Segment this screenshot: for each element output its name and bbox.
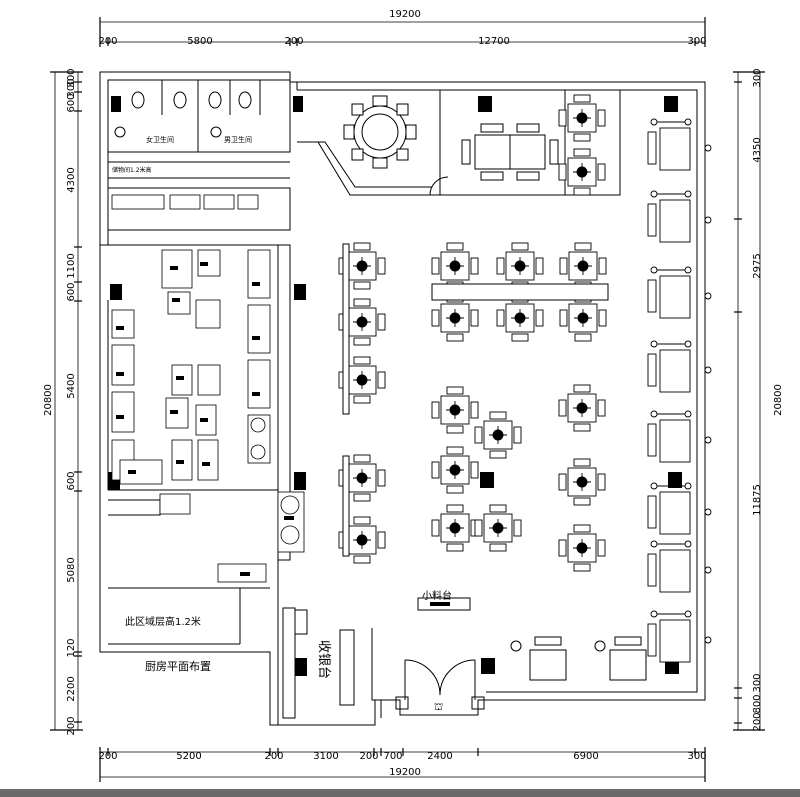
dim-left-segment: 300 — [66, 78, 77, 97]
booth-table — [647, 482, 712, 535]
kitchen-equipment-marks — [116, 262, 294, 576]
booth-table — [647, 190, 712, 243]
dimension-text-bottom: 200 5200 200 3100 200 700 2400 6900 300 … — [98, 751, 706, 778]
booth-table — [647, 410, 712, 463]
dim-top-segment: 12700 — [478, 36, 510, 47]
dim-left-segment: 600 — [66, 93, 77, 112]
dim-left-segment: 200 — [66, 716, 77, 735]
four-seat-table — [558, 524, 606, 572]
dim-left-segment: 1100 — [66, 253, 77, 278]
condiment-station: 小料台 — [417, 589, 471, 611]
dim-right-segment: 4350 — [752, 137, 763, 162]
dimension-ticks — [50, 17, 765, 782]
four-seat-table — [431, 446, 479, 494]
dim-bottom-segment: 2400 — [427, 751, 452, 762]
dim-bottom-segment: 700 — [383, 751, 402, 762]
four-seat-table — [558, 458, 606, 506]
dim-top-segment: 200 — [284, 36, 303, 47]
dim-right-segment: 2975 — [752, 253, 763, 278]
booth-table — [647, 610, 712, 663]
dim-right-segment: 200 — [752, 712, 763, 731]
vip-room-tables — [461, 123, 559, 181]
dimension-text-top: 19200 200 5800 200 12700 300 — [98, 9, 706, 47]
storage-note-label: 储物间1.2米高 — [112, 166, 152, 174]
kitchen-walls — [100, 187, 291, 561]
entrance-area-tables — [510, 636, 647, 681]
four-seat-table — [338, 242, 386, 290]
dining-tables — [338, 94, 607, 572]
four-seat-table — [338, 516, 386, 564]
four-seat-table — [496, 294, 544, 342]
dim-left-segment: 600 — [66, 471, 77, 490]
entrance-symbol: ⛫ — [434, 702, 443, 713]
four-seat-table — [558, 148, 606, 196]
four-seat-table — [431, 386, 479, 434]
four-seat-table — [558, 384, 606, 432]
four-seat-table — [474, 504, 522, 552]
booth-table — [647, 118, 712, 171]
dim-right-segment: 300 — [752, 673, 763, 692]
raised-area-label: 此区域层高1.2米 — [125, 615, 201, 628]
four-seat-table — [559, 294, 607, 342]
dim-top-total: 19200 — [389, 9, 421, 20]
booth-table — [647, 540, 712, 593]
dim-bottom-segment: 5200 — [176, 751, 201, 762]
kitchen-equipment — [111, 194, 305, 583]
four-seat-table — [558, 94, 606, 142]
four-seat-table — [338, 454, 386, 502]
dimension-lines — [54, 21, 761, 778]
four-seat-table — [431, 242, 479, 290]
dim-right-segment: 11875 — [752, 484, 763, 516]
dim-left-segment: 300 — [66, 68, 77, 87]
four-seat-table — [559, 242, 607, 290]
dim-top-segment: 5800 — [187, 36, 212, 47]
booth-table — [647, 266, 712, 319]
restroom-area — [107, 79, 291, 179]
bottom-border — [0, 789, 800, 797]
dim-right-segment: 800 — [752, 694, 763, 713]
entrance-doors — [395, 659, 485, 710]
booth-seating — [647, 118, 712, 663]
dim-left-segment: 4300 — [66, 167, 77, 192]
female-restroom-label: 女卫生间 — [146, 135, 174, 144]
dim-left-segment: 120 — [66, 638, 77, 657]
bench-seating — [342, 243, 350, 557]
condiment-station-label: 小料台 — [422, 589, 452, 602]
dim-top-segment: 300 — [687, 36, 706, 47]
dim-right-segment: 300 — [752, 68, 763, 87]
four-seat-table — [496, 242, 544, 290]
male-restroom-label: 男卫生间 — [224, 135, 252, 144]
dim-left-segment: 5080 — [66, 557, 77, 582]
booth-table — [647, 340, 712, 393]
dim-bottom-segment: 200 — [98, 751, 117, 762]
dimension-text-right: 20800 300 4350 2975 11875 300 800 200 — [752, 68, 784, 731]
dim-top-segment: 200 — [98, 36, 117, 47]
dim-left-segment: 600 — [66, 282, 77, 301]
dim-bottom-segment: 300 — [687, 751, 706, 762]
cashier-label: 收银台 — [316, 640, 331, 679]
toilet-fixtures — [114, 91, 252, 138]
kitchen-plan-label: 厨房平面布置 — [145, 660, 211, 673]
four-seat-table — [474, 411, 522, 459]
dim-right-total: 20800 — [773, 384, 784, 416]
dim-left-segment: 2200 — [66, 676, 77, 701]
dim-left-total: 20800 — [43, 384, 54, 416]
dim-bottom-segment: 200 — [264, 751, 283, 762]
dim-bottom-segment: 200 — [359, 751, 378, 762]
dim-bottom-segment: 6900 — [573, 751, 598, 762]
dim-bottom-total: 19200 — [389, 767, 421, 778]
dimension-text-left: 20800 300 300 600 4300 1100 600 5400 600… — [43, 68, 77, 735]
center-booth-row — [431, 283, 609, 301]
four-seat-table — [431, 504, 479, 552]
round-dining-table — [343, 95, 417, 169]
four-seat-table — [431, 294, 479, 342]
cashier-counter — [282, 607, 355, 719]
dim-bottom-segment: 3100 — [313, 751, 338, 762]
dim-left-segment: 5400 — [66, 373, 77, 398]
